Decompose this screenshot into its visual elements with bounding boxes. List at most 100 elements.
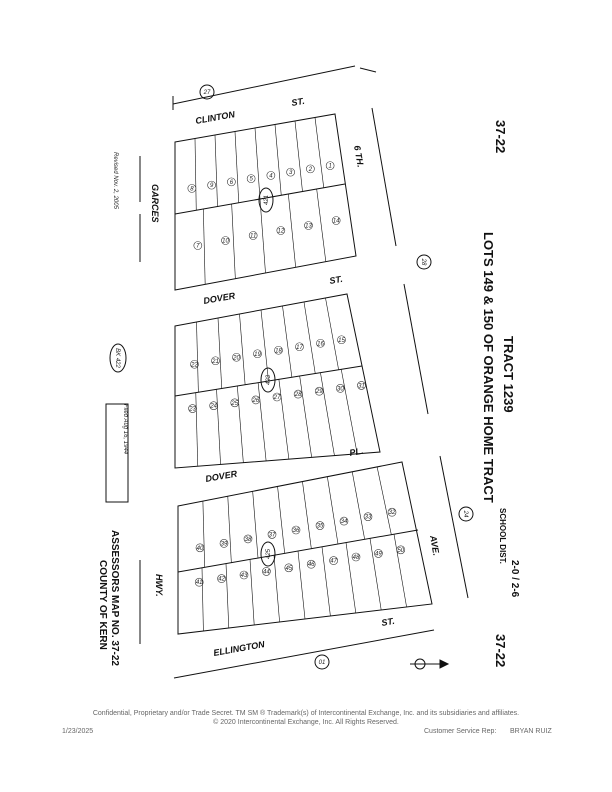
- lot-circle: [293, 389, 303, 399]
- lot-divider: [196, 321, 199, 393]
- filed-note: Filed Aug 16, 1944: [122, 404, 128, 455]
- lot-circle: [314, 386, 324, 396]
- lot-divider: [327, 476, 339, 545]
- tract-title: TRACT 1239: [501, 336, 516, 413]
- lot-divider: [252, 491, 259, 559]
- lot-divider: [282, 305, 293, 378]
- block-425: [177, 461, 433, 635]
- lot-number: 37: [269, 532, 276, 538]
- street-clinton: CLINTON: [195, 109, 236, 126]
- lot-number: 7: [196, 244, 200, 250]
- lot-circle: [267, 530, 277, 539]
- lot-number: 13: [305, 224, 312, 230]
- lot-divider: [260, 309, 269, 382]
- lot-divider: [257, 382, 267, 461]
- lot-circle: [209, 401, 218, 410]
- lot-divider: [369, 538, 382, 611]
- lot-number: 15: [338, 338, 345, 344]
- lot-circle: [232, 352, 241, 362]
- lot-number: 36: [293, 528, 300, 534]
- lot-circle: [284, 563, 294, 573]
- lot-divider: [239, 313, 246, 385]
- lot-circle: [306, 164, 315, 174]
- footer-rep-label: Customer Service Rep:: [424, 728, 497, 735]
- lot-divider: [297, 550, 306, 620]
- ellington-street-line: [173, 629, 435, 679]
- lot-circle: [339, 516, 349, 526]
- lot-number: 35: [317, 524, 324, 530]
- svg-text:28: 28: [420, 258, 426, 266]
- lot-circle: [187, 184, 197, 193]
- lot-divider: [321, 546, 331, 617]
- lot-divider: [273, 555, 280, 623]
- lot-circle: [211, 356, 220, 366]
- lot-divider: [393, 534, 407, 608]
- lot-circle: [291, 525, 301, 535]
- lot-divider: [231, 203, 236, 279]
- lot-divider: [299, 375, 312, 458]
- lot-circle: [188, 404, 197, 413]
- lot-number: 23: [188, 407, 196, 413]
- lot-number: 50: [397, 548, 404, 554]
- lot-number: 26: [252, 398, 260, 404]
- lot-divider: [340, 369, 358, 454]
- lot-number: 38: [245, 537, 252, 543]
- lot-circle: [230, 398, 240, 408]
- lot-circle: [266, 171, 276, 180]
- lot-divider: [274, 124, 282, 196]
- lot-number: 12: [277, 229, 284, 235]
- lot-number: 34: [341, 519, 348, 525]
- lot-divider: [234, 131, 240, 203]
- lot-divider: [195, 392, 199, 467]
- street-ellington: ELLINGTON: [213, 639, 266, 658]
- book-marker: BK 422: [109, 343, 127, 373]
- lot-circle: [331, 216, 341, 225]
- lot-circle: [396, 545, 406, 555]
- street-dover-2: DOVER: [205, 468, 239, 483]
- lot-circle: [221, 236, 230, 245]
- lot-divider: [316, 188, 327, 262]
- svg-text:421: 421: [264, 195, 270, 205]
- sixth-street-line: [371, 107, 397, 247]
- lot-number: 43: [241, 573, 248, 579]
- lot-circle: [304, 221, 313, 230]
- lot-circle: [195, 543, 205, 553]
- lot-divider: [225, 563, 230, 629]
- svg-text:423: 423: [266, 374, 272, 385]
- lot-circle: [351, 552, 361, 562]
- north-arrow-icon: [410, 658, 450, 670]
- street-ellington-st: ST.: [381, 616, 396, 628]
- lot-divider: [278, 379, 290, 460]
- lot-divider: [351, 471, 365, 540]
- revised-note: Revised Nov. 2, 2005: [112, 152, 118, 210]
- map-number-top: 37-22: [493, 120, 508, 153]
- lot-divider: [201, 567, 204, 632]
- lot-number: 4: [269, 173, 273, 179]
- lot-number: 49: [375, 551, 382, 557]
- tract-subtitle: LOTS 149 & 150 OF ORANGE HOME TRACT: [481, 232, 496, 503]
- lot-circle: [251, 395, 261, 405]
- lot-number: 29: [315, 389, 323, 395]
- lot-number: 28: [294, 392, 302, 398]
- lot-number: 42: [218, 577, 225, 583]
- lot-number: 16: [317, 341, 324, 347]
- street-ave: AVE.: [428, 534, 442, 557]
- lot-number: 5: [249, 177, 253, 183]
- lot-circle: [306, 559, 316, 569]
- lot-circle: [219, 539, 229, 548]
- circle-24: 24: [458, 506, 474, 522]
- street-dover-1: DOVER: [203, 290, 237, 305]
- street-hwy: HWY.: [154, 574, 164, 597]
- lot-number: 48: [353, 555, 360, 561]
- lot-circle: [337, 335, 346, 345]
- lot-number: 47: [330, 559, 337, 565]
- lot-divider: [227, 496, 232, 563]
- lot-number: 45: [285, 566, 292, 572]
- lot-divider: [294, 120, 303, 192]
- svg-text:BK 422: BK 422: [114, 348, 120, 368]
- lot-circle: [207, 180, 216, 190]
- street-clinton-st: ST.: [291, 96, 306, 108]
- svg-text:01: 01: [319, 660, 326, 666]
- lot-circle: [248, 231, 258, 240]
